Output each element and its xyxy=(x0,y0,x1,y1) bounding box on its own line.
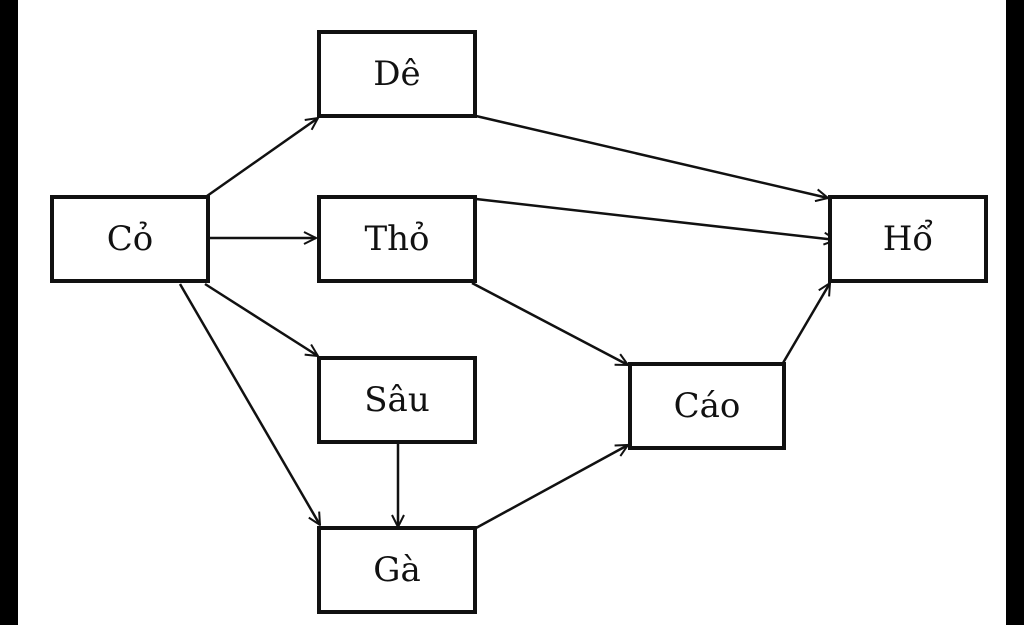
node-ga-box xyxy=(317,526,477,614)
edge-co-ga xyxy=(178,283,320,525)
node-ga-label: Gà xyxy=(373,550,420,590)
node-cao-box xyxy=(628,362,786,450)
edge-tho-cao xyxy=(471,281,628,367)
edge-ga-cao xyxy=(475,443,628,530)
node-tho: Thỏ xyxy=(317,195,477,283)
node-co: Cỏ xyxy=(50,195,210,283)
node-co-label: Cỏ xyxy=(107,219,153,259)
node-co-box xyxy=(50,195,210,283)
edge-co-sau xyxy=(204,282,318,356)
node-de-label: Dê xyxy=(373,54,420,94)
diagram-canvas xyxy=(18,0,1006,625)
node-ho: Hổ xyxy=(828,195,988,283)
node-tho-box xyxy=(317,195,477,283)
edge-cao-ho xyxy=(781,283,830,364)
node-sau-box xyxy=(317,356,477,444)
node-cao: Cáo xyxy=(628,362,786,450)
node-sau-label: Sâu xyxy=(364,380,429,420)
node-sau: Sâu xyxy=(317,356,477,444)
edges-group xyxy=(178,114,836,530)
node-ho-box xyxy=(828,195,988,283)
node-de: Dê xyxy=(317,30,477,118)
edge-co-de xyxy=(206,118,318,198)
edge-tho-ho xyxy=(475,197,836,240)
node-tho-label: Thỏ xyxy=(364,219,429,259)
edge-de-ho xyxy=(475,114,828,198)
node-de-box xyxy=(317,30,477,118)
node-ho-label: Hổ xyxy=(883,219,933,259)
node-cao-label: Cáo xyxy=(674,386,741,426)
node-ga: Gà xyxy=(317,526,477,614)
